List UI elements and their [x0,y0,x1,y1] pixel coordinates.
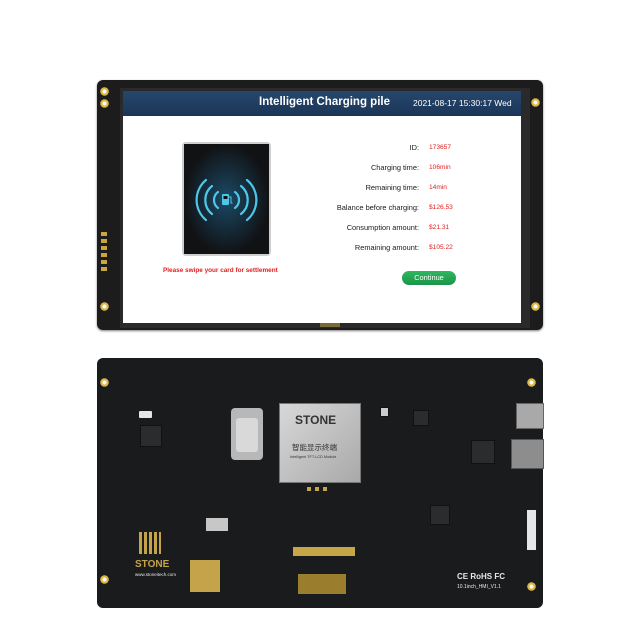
usb-port[interactable] [516,403,544,429]
mount-hole [100,87,109,96]
mount-hole [531,302,540,311]
ic-chip [430,505,450,525]
battery-holder [231,408,263,460]
ic-chip [413,410,429,426]
flex-cable-connector [298,574,346,594]
field-value-remaining-amount: $105.22 [429,244,453,251]
mount-hole [527,582,536,591]
main-processor-module: STONE 智能显示终端 Intelligent TFT-LCD Module [279,403,361,483]
side-connector [101,232,107,271]
mount-hole [100,575,109,584]
ic-chip [140,425,162,447]
field-label-remaining-amount: Remaining amount: [354,243,419,252]
swipe-card-prompt: Please swipe your card for settlement [163,267,278,274]
pin-header-connector [527,510,536,550]
wifi-label-icon [139,411,152,418]
pcb-model: 10.1inch_HMI_V1.1 [457,584,501,590]
small-connector [206,518,228,531]
screen-header: Intelligent Charging pile 2021-08-17 15:… [123,91,521,116]
field-label-id: ID: [409,143,419,152]
pcb-website: www.stoneitech.com [135,572,177,577]
mount-hole [100,99,109,108]
app-title: Intelligent Charging pile [259,96,390,108]
chip-subtitle: Intelligent TFT-LCD Module [290,455,337,459]
field-value-remaining-time: 14min [429,184,447,191]
cert-marks: CE RoHS FC [457,572,505,581]
field-label-balance-before: Balance before charging: [336,203,419,212]
field-label-charging-time: Charging time: [370,163,419,172]
field-label-remaining-time: Remaining time: [365,183,419,192]
card-reader-panel[interactable] [182,142,271,256]
ic-chip [471,440,495,464]
field-value-balance-before: $126.53 [429,204,453,211]
solder-pad [315,487,319,491]
chip-brand: STONE [295,413,337,427]
continue-button[interactable]: Continue [402,271,456,285]
field-value-id: 173657 [429,144,452,151]
mount-hole [100,378,109,387]
solder-pad [323,487,327,491]
field-label-consumption: Consumption amount: [346,223,419,232]
nfc-fuel-icon [184,144,269,254]
solder-pad [307,487,311,491]
pcb-back [97,358,543,608]
ic-chip [380,407,389,417]
field-value-consumption: $21.31 [429,224,450,231]
lcd-fpc-connector [293,547,355,556]
qr-code [139,532,161,554]
mount-hole [531,98,540,107]
chip-title: 智能显示终端 [292,443,337,452]
card-slot[interactable] [511,439,544,469]
field-value-charging-time: 106min [429,164,451,171]
mount-hole [527,378,536,387]
datetime-display: 2021-08-17 15:30:17 Wed [413,98,512,108]
ground-pad [190,560,220,592]
pcb-brand: STONE [135,559,170,570]
lcd-screen: Intelligent Charging pile 2021-08-17 15:… [123,91,521,323]
mount-hole [100,302,109,311]
